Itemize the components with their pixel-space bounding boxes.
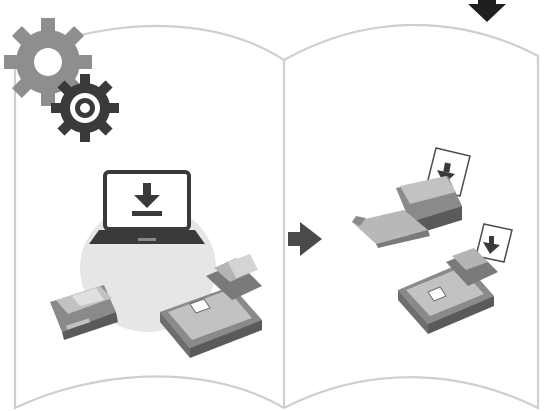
flatbed-scanner-icon (160, 254, 262, 358)
left-page (13, 24, 285, 410)
down-arrow-icon (483, 236, 500, 254)
document-scanner-icon (50, 285, 118, 340)
gear-icon (4, 18, 92, 106)
laptop-icon (89, 170, 205, 244)
document-scanner-icon (352, 147, 471, 248)
flatbed-scanner-icon (398, 223, 513, 334)
download-icon (132, 183, 162, 216)
open-book (13, 24, 540, 410)
right-page (283, 24, 540, 410)
gear-icon (51, 74, 119, 142)
down-arrow-icon (468, 0, 506, 22)
right-arrow-icon (288, 222, 322, 256)
